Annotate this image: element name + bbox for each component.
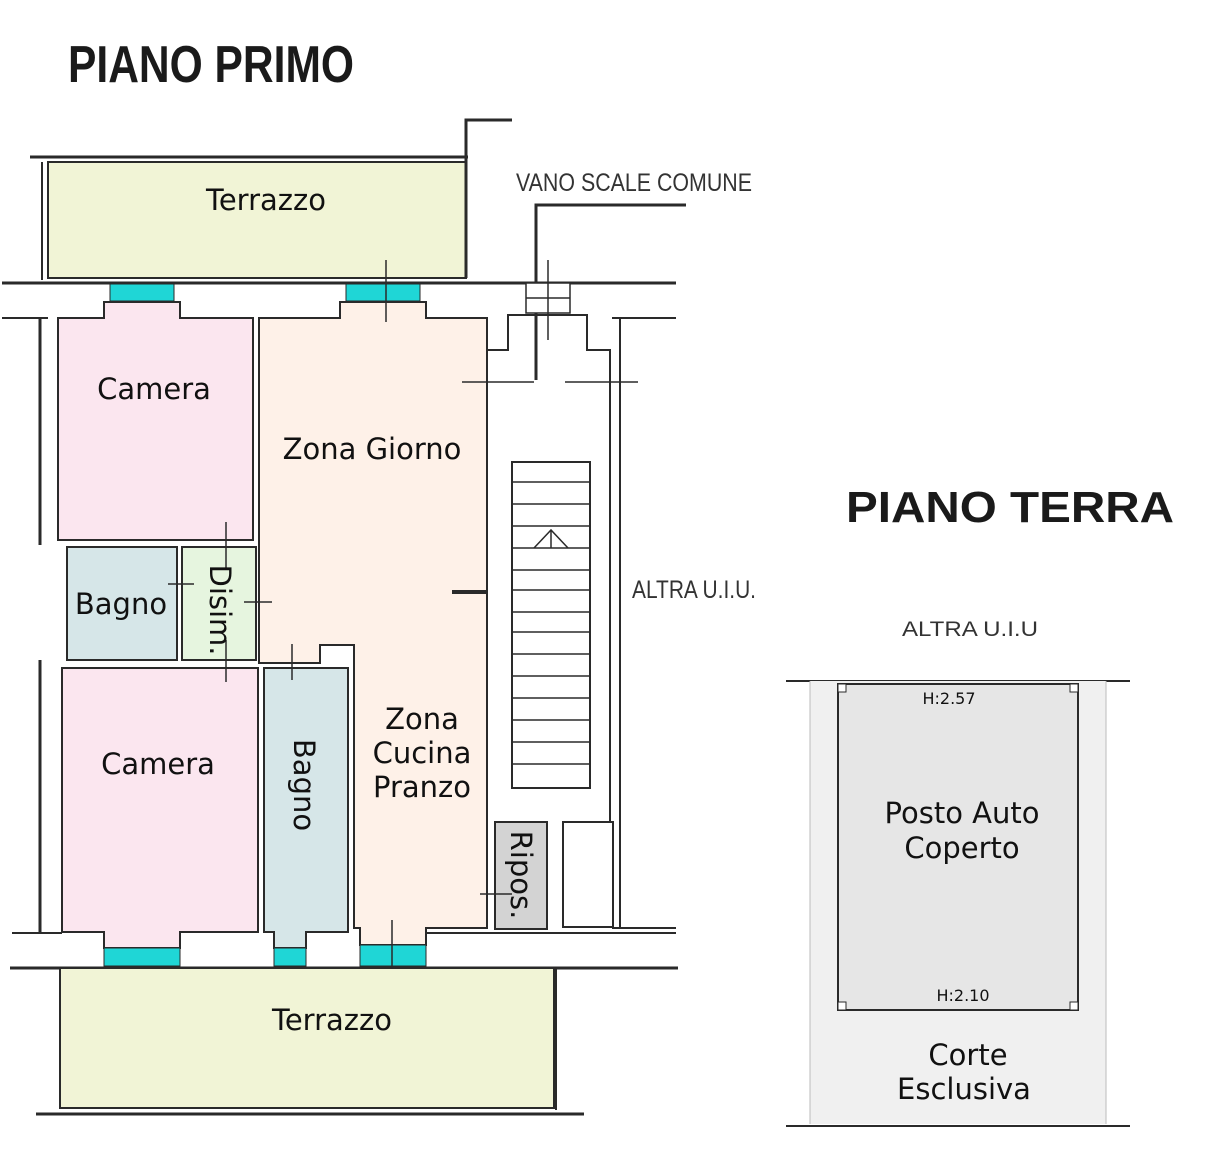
court-label-line1: Corte [928, 1038, 1007, 1072]
window-bottom-bath [273, 947, 307, 967]
other-unit-label-ground: ALTRA U.I.U [902, 618, 1038, 641]
storage-label: Ripos. [504, 831, 538, 920]
terrace-bottom-label: Terrazzo [271, 1003, 392, 1037]
window-top-left [109, 283, 175, 302]
terrace-top [47, 161, 467, 279]
bathroom-left-label: Bagno [75, 587, 167, 621]
bedroom-top [57, 301, 254, 541]
height-bottom-label: H:2.10 [936, 986, 989, 1005]
storage [494, 821, 548, 930]
stair-treads [512, 481, 590, 765]
window-bottom-left [103, 947, 181, 967]
window-top-mid [345, 283, 421, 302]
stair-label: VANO SCALE COMUNE [516, 169, 752, 197]
window-bottom-kitchen [359, 944, 427, 967]
bathroom-mid-label: Bagno [287, 739, 321, 831]
first-floor-plan: Terrazzo Camera Zona Giorno Bagno Disim.… [2, 118, 756, 1116]
bedroom-top-label: Camera [97, 372, 211, 406]
bedroom-bottom-label: Camera [101, 747, 215, 781]
kitchen-label-line1: Zona [385, 702, 459, 736]
terrace-top-label: Terrazzo [205, 183, 326, 217]
bathroom-left [66, 546, 178, 661]
hallway [181, 546, 257, 661]
kitchen-label-line3: Pranzo [373, 770, 471, 804]
staircase [462, 203, 686, 929]
kitchen-label-line2: Cucina [373, 736, 472, 770]
parking-space [837, 683, 1079, 1011]
other-unit-label-first: ALTRA U.I.U. [632, 576, 756, 604]
court-label-line2: Esclusiva [897, 1072, 1031, 1106]
parking-label-line1: Posto Auto [885, 796, 1040, 830]
living-label: Zona Giorno [283, 432, 462, 466]
parking-label-line2: Coperto [904, 831, 1019, 865]
bedroom-bottom [61, 667, 259, 949]
ground-floor-plan: ALTRA U.I.U H:2.57 H:2.10 Posto Auto Cop… [786, 618, 1130, 1127]
first-floor-title: PIANO PRIMO [68, 36, 354, 94]
hallway-label: Disim. [203, 564, 237, 655]
ground-floor-title: PIANO TERRA [846, 483, 1174, 532]
terrace-bottom [59, 967, 555, 1109]
height-top-label: H:2.57 [922, 689, 975, 708]
